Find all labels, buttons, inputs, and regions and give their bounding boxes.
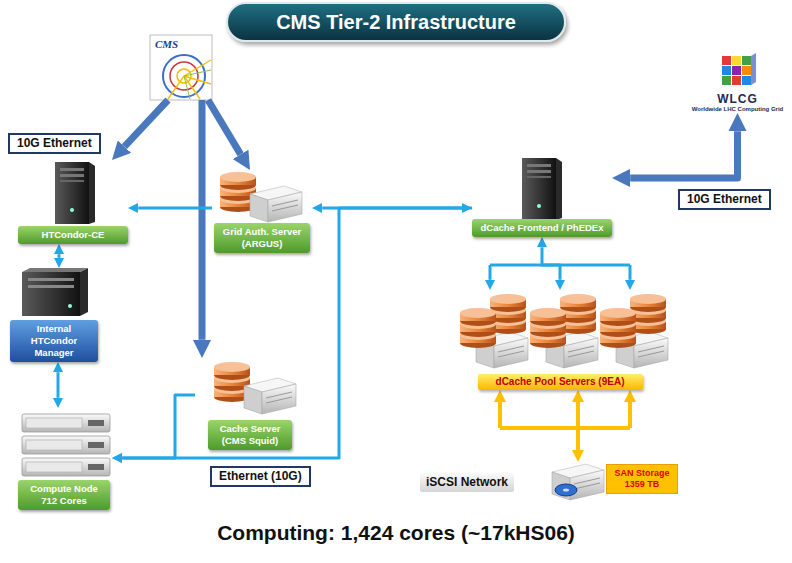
storage-node: SAN Storage 1359 TB bbox=[548, 462, 688, 496]
network-label: iSCSI Network bbox=[420, 473, 514, 492]
node-label: HTCondor-CE bbox=[18, 226, 128, 244]
pool-server-icon bbox=[530, 294, 598, 368]
caption: Computing: 1,424 cores (~17kHS06) bbox=[0, 520, 792, 546]
server-icon bbox=[244, 378, 296, 414]
logo-text: Worldwide LHC Computing Grid bbox=[690, 106, 785, 113]
network-tag: Ethernet (10G) bbox=[210, 466, 311, 487]
server-node: Internal HTCondor Manager bbox=[8, 268, 100, 362]
title-banner: CMS Tier-2 Infrastructure bbox=[226, 2, 566, 42]
icon-space bbox=[548, 462, 606, 496]
connector-arrow bbox=[58, 254, 61, 258]
connector-arrow bbox=[57, 372, 60, 398]
server-icon bbox=[55, 162, 95, 224]
wlcg-logo bbox=[722, 53, 756, 85]
connector-arrow bbox=[576, 402, 580, 450]
network-tag-text: Ethernet (10G) bbox=[210, 466, 311, 487]
connector-arrow bbox=[122, 208, 472, 458]
logo-text: CMS bbox=[155, 38, 207, 51]
network-tag-text: 10G Ethernet bbox=[8, 133, 101, 154]
node-label: dCache Frontend / PhEDEx bbox=[472, 219, 612, 237]
fan-lines bbox=[490, 265, 630, 428]
connector-arrow bbox=[199, 100, 206, 340]
node-label: Internal HTCondor Manager bbox=[10, 320, 98, 362]
rack-icon bbox=[22, 458, 110, 476]
server-node: HTCondor-CE bbox=[18, 160, 128, 244]
network-tag: 10G Ethernet bbox=[8, 133, 101, 154]
server-node: dCache Frontend / PhEDEx bbox=[472, 155, 612, 237]
server-node: Compute Node 712 Cores bbox=[16, 408, 112, 510]
connector-arrow bbox=[138, 207, 212, 210]
rack-icon bbox=[22, 414, 110, 432]
connector-arrow bbox=[122, 395, 195, 458]
logo-text: WLCG bbox=[690, 92, 785, 106]
icon-space bbox=[195, 358, 305, 420]
connector-arrow bbox=[542, 247, 560, 280]
pool-server-icon bbox=[460, 294, 528, 368]
icon-space bbox=[8, 268, 100, 320]
icon-space bbox=[455, 290, 665, 374]
node-label: dCache Pool Servers (9EA) bbox=[478, 374, 643, 390]
connector-arrow bbox=[208, 100, 241, 154]
server-node: Cache Server (CMS Squid) bbox=[195, 358, 305, 450]
node-label: Cache Server (CMS Squid) bbox=[208, 420, 292, 450]
server-node: Grid Auth. Server (ARGUS) bbox=[212, 170, 312, 253]
logo-node: WLCGWorldwide LHC Computing Grid bbox=[690, 52, 785, 113]
icon-space bbox=[18, 160, 128, 226]
network-tag: 10G Ethernet bbox=[678, 189, 771, 210]
san-icon bbox=[552, 464, 604, 500]
node-label: SAN Storage 1359 TB bbox=[606, 464, 678, 494]
connector-arrow bbox=[124, 100, 168, 147]
rack-icon bbox=[22, 436, 110, 454]
server-group: dCache Pool Servers (9EA) bbox=[455, 290, 665, 390]
icon-space bbox=[690, 52, 785, 92]
icon-space bbox=[16, 408, 112, 480]
node-label: Compute Node 712 Cores bbox=[18, 480, 110, 510]
cms-logo bbox=[150, 35, 212, 100]
server-icon bbox=[522, 158, 562, 220]
icon-space bbox=[472, 155, 612, 219]
logo-node: CMS bbox=[150, 35, 212, 100]
pool-server-icon bbox=[600, 294, 668, 368]
node-label: Grid Auth. Server (ARGUS) bbox=[214, 223, 310, 253]
icon-space bbox=[212, 170, 312, 223]
manager-icon bbox=[22, 268, 88, 316]
connector-arrow bbox=[630, 131, 737, 178]
server-icon bbox=[250, 186, 302, 222]
network-tag-text: 10G Ethernet bbox=[678, 189, 771, 210]
